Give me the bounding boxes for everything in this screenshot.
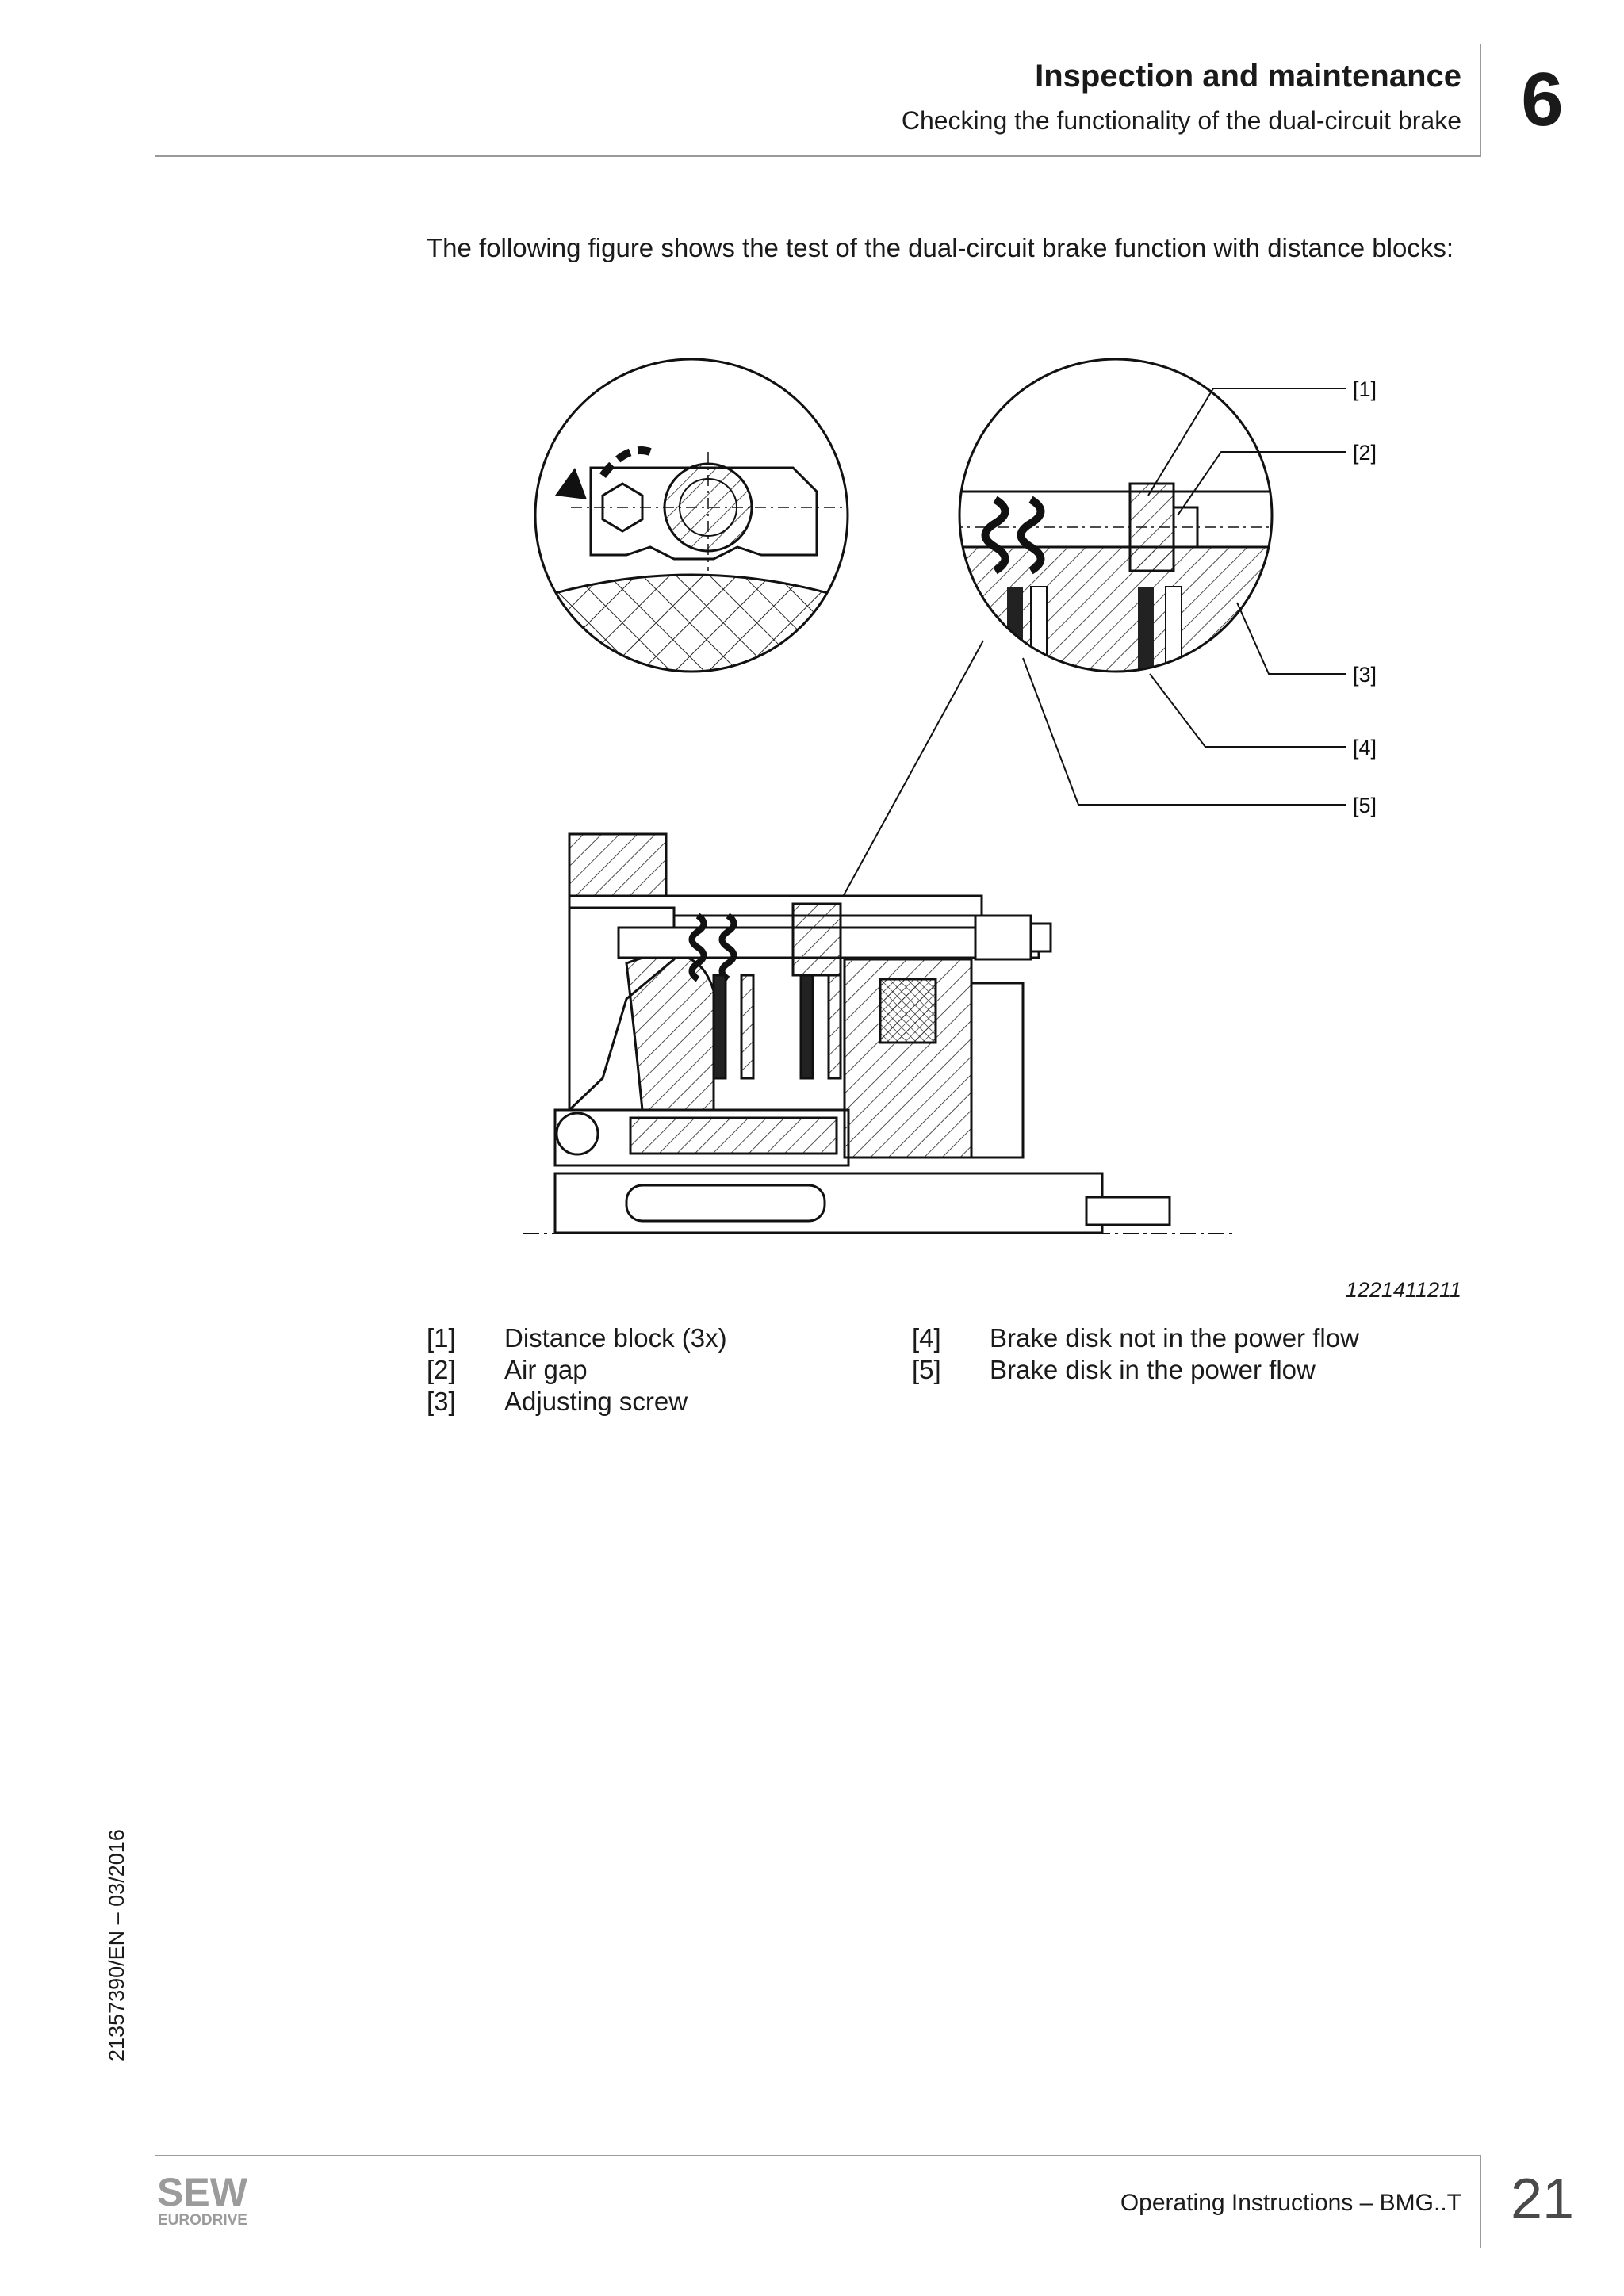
document-title: Operating Instructions – BMG..T	[1120, 2190, 1461, 2216]
section-title: Inspection and maintenance	[1035, 59, 1461, 94]
callout-leaders	[838, 388, 1346, 905]
callout-3: [3]	[1353, 663, 1377, 687]
callout-4: [4]	[1353, 736, 1377, 760]
legend-number: [2]	[427, 1355, 456, 1384]
legend-text: Distance block (3x)	[504, 1323, 727, 1353]
callout-2: [2]	[1353, 441, 1377, 465]
chapter-number: 6	[1521, 57, 1564, 142]
intro-paragraph: The following figure shows the test of t…	[427, 233, 1454, 262]
detail-circle-adjustment	[535, 446, 848, 672]
legend-item: [1] Distance block (3x)	[427, 1322, 727, 1354]
svg-text:EURODRIVE: EURODRIVE	[158, 2212, 247, 2229]
legend-text: Adjusting screw	[504, 1387, 688, 1416]
detail-circle-airgap	[959, 482, 1272, 672]
chapter-divider	[1480, 44, 1481, 157]
brake-sectional-view	[523, 832, 1237, 1234]
legend-number: [1]	[427, 1323, 456, 1353]
legend-item: [5] Brake disk in the power flow	[912, 1354, 1316, 1386]
legend-number: [4]	[912, 1323, 941, 1353]
sew-eurodrive-logo: SEW EURODRIVE	[157, 2170, 248, 2229]
legend-number: [5]	[912, 1355, 941, 1384]
figure-id: 1221411211	[1345, 1278, 1461, 1302]
footer-page-divider	[1480, 2155, 1481, 2248]
legend-text: Brake disk in the power flow	[990, 1355, 1316, 1384]
legend-item: [3] Adjusting screw	[427, 1386, 688, 1418]
callout-1: [1]	[1353, 377, 1377, 401]
section-subtitle: Checking the functionality of the dual-c…	[901, 106, 1461, 135]
svg-text:SEW: SEW	[157, 2170, 248, 2214]
footer-divider	[155, 2155, 1480, 2156]
legend-number: [3]	[427, 1387, 456, 1416]
legend-text: Brake disk not in the power flow	[990, 1323, 1359, 1353]
legend-text: Air gap	[504, 1355, 588, 1384]
page-number: 21	[1510, 2168, 1575, 2231]
document-reference: 21357390/EN – 03/2016	[105, 1829, 128, 2061]
legend-item: [2] Air gap	[427, 1354, 588, 1386]
legend-item: [4] Brake disk not in the power flow	[912, 1322, 1359, 1354]
brake-test-figure: [1] [2] [3] [4] [5]	[523, 358, 1377, 1234]
header-divider	[155, 155, 1480, 157]
callout-5: [5]	[1353, 794, 1377, 817]
